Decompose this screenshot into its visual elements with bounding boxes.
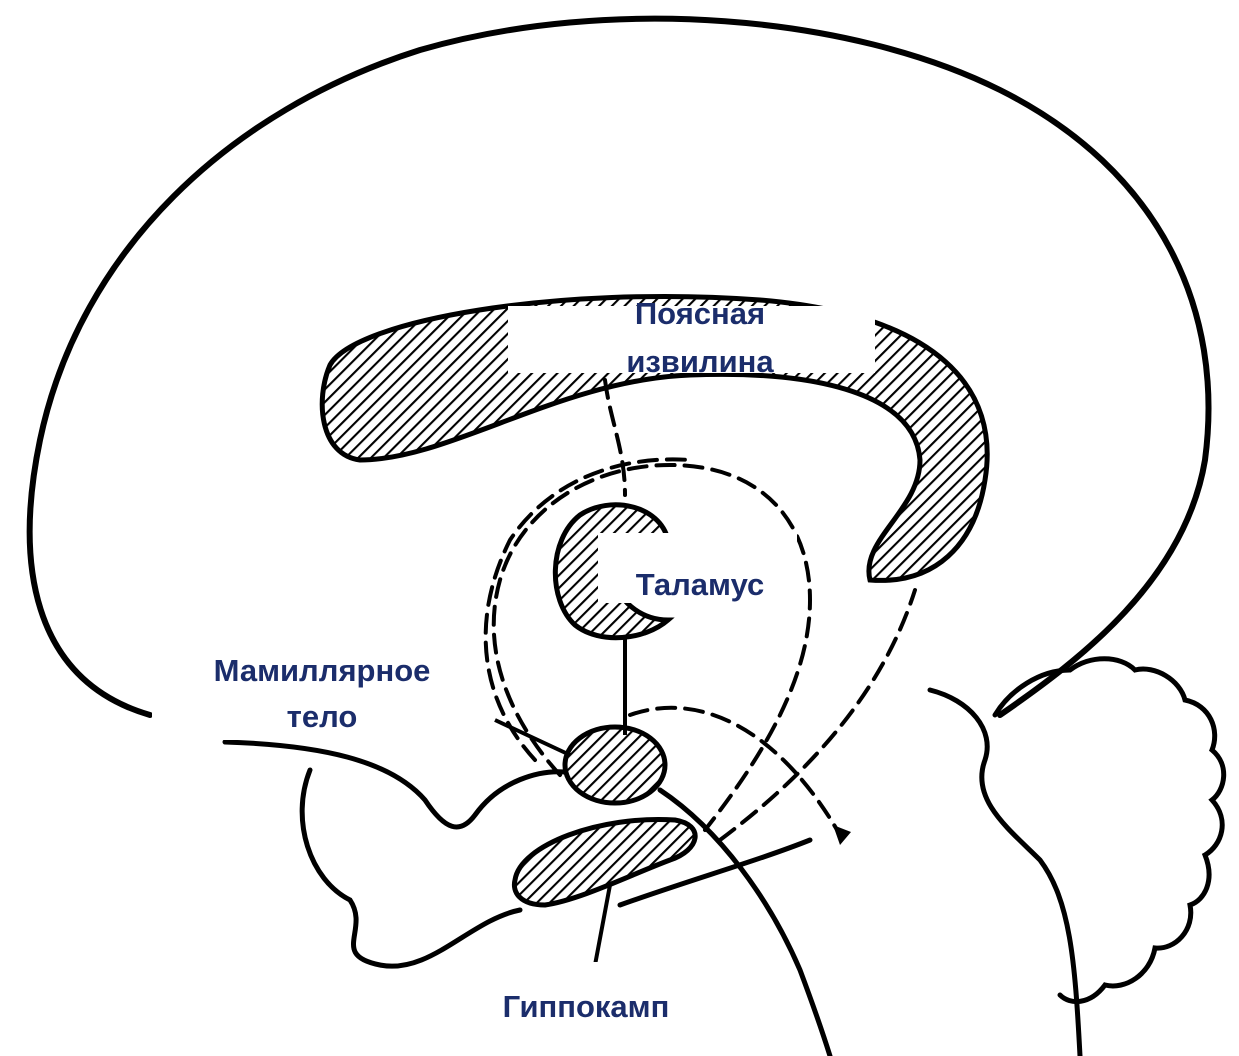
mammillary-body-shape [565,727,665,803]
cingulate-to-thalamus-path [605,380,625,495]
cingulate-gyrus-label-line2: извилина [580,340,820,384]
cingulate-gyrus-label: Поясная извилина [580,292,820,384]
cerebellum-stem-outline [930,690,1080,1056]
thalamus-label-text: Таламус [600,563,800,607]
hippocampus-shape [514,819,695,905]
mammillary-body-label-line2: тело [172,694,472,740]
cerebellum-outline [995,659,1224,1002]
pathway-arrowhead [833,825,851,845]
hippocampus-label: Гиппокамп [466,985,706,1029]
brainstem-outline-front [225,742,565,827]
cingulate-gyrus-label-line1: Поясная [580,292,820,336]
hippocampus-pointer-line [595,885,610,965]
mammillary-body-label-line1: Мамиллярное [172,648,472,694]
mammillary-body-label: Мамиллярное тело [172,648,472,740]
thalamus-label: Таламус [600,563,800,607]
hippocampus-label-text: Гиппокамп [466,985,706,1029]
